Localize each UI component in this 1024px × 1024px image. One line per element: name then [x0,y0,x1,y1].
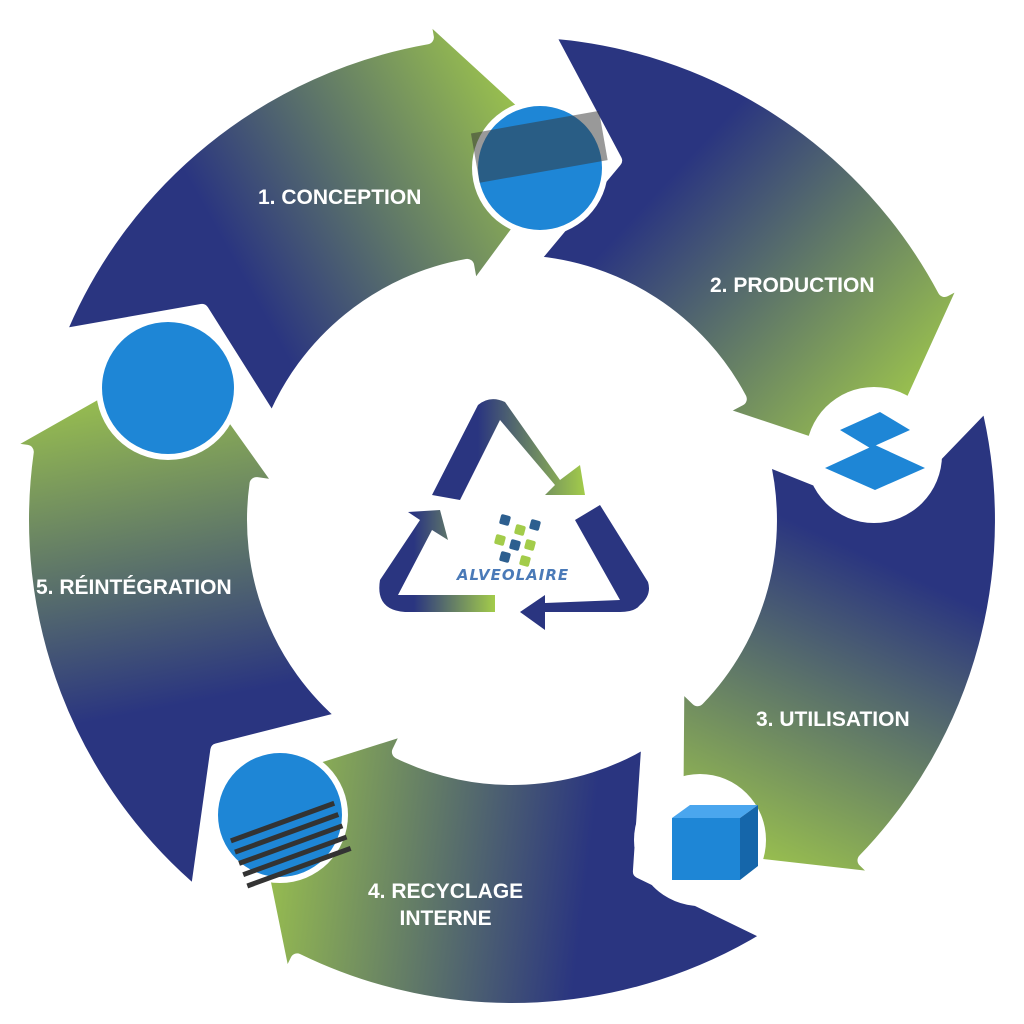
logo-text: ALVEOLAIRE [456,566,570,584]
step-3-label: 3. UTILISATION [756,708,910,731]
blue-pellets-photo [102,322,234,454]
step-3-arrow [669,394,1009,887]
step-1-label: 1. CONCEPTION [258,186,422,209]
step-4-label-line2: INTERNE [399,907,492,930]
step-1-arrow [50,2,584,431]
step-5-label: 5. RÉINTÉGRATION [36,576,232,599]
alveolaire-recycle-logo [379,399,649,630]
step-2-label: 2. PRODUCTION [710,274,875,297]
step-5-arrow [0,337,354,903]
step-4-arrow [236,719,779,1017]
step-2-arrow [523,24,977,475]
step-4-label-line1: 4. RECYCLAGE [368,880,524,903]
step-4-label: 4. RECYCLAGE INTERNE [368,878,523,932]
